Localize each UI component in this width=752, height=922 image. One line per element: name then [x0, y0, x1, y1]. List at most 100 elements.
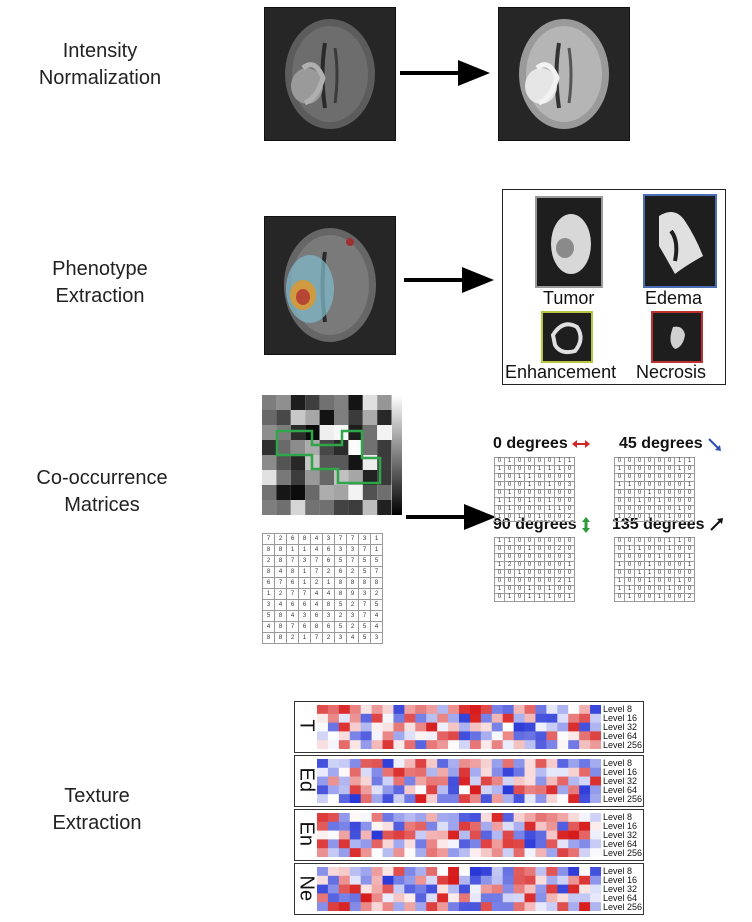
matrix-cell: 0: [664, 593, 675, 602]
heatmap-cell: [513, 884, 525, 894]
matrix-cell: 1: [524, 473, 535, 482]
heatmap-cell: [327, 813, 340, 823]
level-label: Level 16: [603, 713, 638, 723]
matrix-cell: 0: [664, 569, 675, 578]
matrix-cell: 1: [544, 497, 555, 506]
heatmap-cell: [393, 875, 405, 885]
heatmap-cell: [317, 731, 329, 741]
grid-cell: 4: [262, 621, 275, 633]
heatmap-cell: [404, 893, 416, 903]
matrix-cell: 0: [494, 569, 505, 578]
matrix-cell: 0: [544, 561, 555, 570]
matrix-cell: 0: [634, 505, 645, 514]
matrix-cell: 0: [624, 465, 635, 474]
grid-cell: 5: [262, 610, 275, 622]
matrix-cell: 0: [644, 545, 655, 554]
matrix-cell: 1: [504, 537, 515, 546]
heatmap-cell: [480, 705, 493, 715]
grid-cell: 6: [322, 555, 335, 567]
matrix-cell: 1: [654, 553, 665, 562]
matrix-cell: 1: [624, 593, 635, 602]
heatmap-cell: [371, 705, 383, 715]
matrix-cell: 0: [614, 545, 625, 554]
heatmap-cell: [590, 813, 601, 823]
level-label: Level 8: [603, 704, 633, 714]
heatmap-cell: [349, 713, 361, 723]
heatmap-cell: [349, 893, 361, 903]
heatmap-cell: [404, 875, 416, 885]
heatmap-cell: [546, 759, 558, 769]
grid-cell: 7: [334, 533, 347, 545]
heatmap-cell: [393, 731, 405, 741]
heatmap-cell: [480, 785, 493, 795]
grid-cell: 4: [310, 588, 323, 600]
heatmap-cell: [327, 893, 340, 903]
heatmap-cell: [393, 759, 405, 769]
matrix-cell: 0: [664, 473, 675, 482]
gray-cell: [362, 500, 378, 515]
matrix-cell: 0: [654, 505, 665, 514]
heatmap-cell: [382, 867, 394, 877]
matrix-cell: 1: [564, 561, 575, 570]
mri-segmented: [264, 216, 396, 355]
heatmap-cell: [491, 785, 503, 795]
heatmap-cell: [579, 785, 591, 795]
heatmap-cell: [371, 830, 383, 840]
matrix-cell: 0: [534, 497, 545, 506]
heatmap-panel-letter: T: [295, 719, 318, 732]
heatmap-cell: [579, 767, 591, 777]
heatmap-cell: [502, 830, 514, 840]
heatmap-cell: [502, 767, 514, 777]
grid-cell: 1: [370, 533, 383, 545]
heatmap-cell: [480, 722, 493, 732]
matrix-cell: 0: [544, 537, 555, 546]
matrix-cell: 0: [524, 457, 535, 466]
heatmap-cell: [535, 875, 547, 885]
heatmap-cell: [338, 794, 351, 803]
heatmap-cell: [437, 830, 449, 840]
matrix-cell: 0: [494, 457, 505, 466]
grid-cell: 8: [334, 577, 347, 589]
matrix-cell: 0: [684, 577, 695, 586]
grid-cell: 7: [286, 588, 299, 600]
grid-cell: 2: [310, 577, 323, 589]
heatmap-cell: [338, 705, 351, 715]
heatmap-cell: [393, 722, 405, 732]
grid-cell: 4: [310, 533, 323, 545]
heatmap-cell: [546, 884, 558, 894]
matrix-cell: 0: [564, 473, 575, 482]
matrix-cell: 0: [514, 577, 525, 586]
matrix-cell: 1: [644, 569, 655, 578]
heatmap-cell: [524, 813, 536, 823]
matrix-cell: 1: [614, 513, 625, 522]
heatmap-cell: [557, 705, 569, 715]
gray-cell: [319, 425, 334, 440]
heatmap-cell: [360, 731, 372, 741]
heatmap-cell: [469, 767, 482, 777]
matrix-cell: 0: [614, 537, 625, 546]
gray-cell: [290, 395, 306, 410]
heatmap-cell: [469, 875, 482, 885]
matrix-cell: 1: [564, 577, 575, 586]
heatmap-cell: [502, 759, 514, 769]
heatmap-cell: [448, 902, 460, 911]
heatmap-cell: [360, 839, 372, 849]
heatmap-cell: [480, 776, 493, 786]
matrix-cell: 0: [634, 577, 645, 586]
matrix-cell: 0: [504, 585, 515, 594]
gray-cell: [377, 485, 392, 500]
matrix-cell: 0: [494, 481, 505, 490]
matrix-cell: 1: [514, 473, 525, 482]
matrix-cell: 0: [634, 473, 645, 482]
heatmap-cell: [502, 785, 514, 795]
heatmap-cell: [317, 740, 329, 749]
matrix-cell: 1: [544, 505, 555, 514]
heatmap-cell: [502, 848, 514, 857]
heatmap-cell: [415, 884, 427, 894]
heatmap-cell: [459, 722, 471, 732]
heatmap-cell: [382, 830, 394, 840]
heatmap-cell: [426, 794, 438, 803]
heatmap-cell: [393, 705, 405, 715]
level-label: Level 16: [603, 875, 638, 885]
